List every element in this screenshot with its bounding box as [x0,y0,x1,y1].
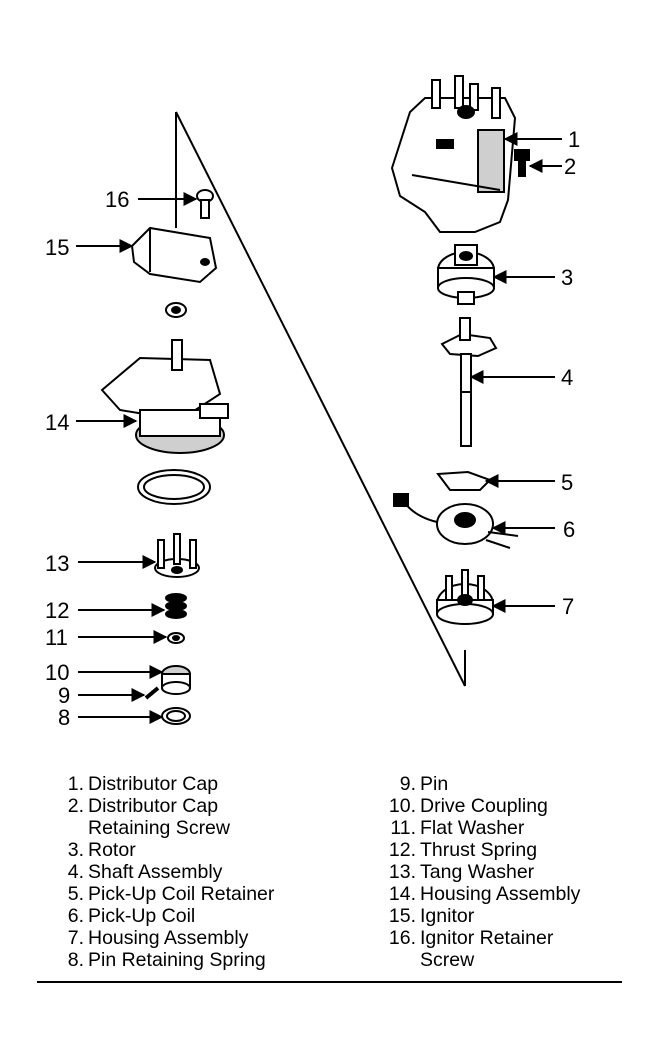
housing-assembly-upper [436,569,494,625]
callout-4: 4 [561,365,573,390]
callout-15: 15 [45,235,69,260]
legend-number: 1. [67,773,84,795]
callout-13: 13 [45,551,69,576]
legend-label: Distributor Cap Retaining Screw [88,795,230,839]
legend-label: Thrust Spring [420,839,538,861]
distributor-cap [390,75,517,233]
flat-washer [167,632,185,644]
legend-item: 15.Ignitor [383,905,643,927]
legend-item: 4.Shaft Assembly [60,861,360,883]
legend-item: 2.Distributor Cap Retaining Screw [60,795,360,839]
drive-coupling [161,665,191,695]
legend-number: 16. [388,927,416,949]
exploded-view-diagram: 1 2 3 4 5 6 7 16 15 14 13 12 11 10 9 8 [45,75,580,730]
legend-item: 10.Drive Coupling [383,795,643,817]
legend-label: Pin [420,773,449,795]
legend-item: 3.Rotor [60,839,360,861]
legend-label: Ignitor Retainer Screw [420,927,554,971]
legend-number: 9. [399,773,416,795]
callout-8: 8 [58,705,70,730]
legend-label: Distributor Cap [88,773,219,795]
callout-3: 3 [561,265,573,290]
callout-14: 14 [45,410,69,435]
callout-12: 12 [45,598,69,623]
callout-5: 5 [561,470,573,495]
legend-label: Drive Coupling [420,795,548,817]
callout-10: 10 [45,660,69,685]
tang-washer [154,533,200,578]
distributor-cap-retaining-screw [514,149,530,177]
callout-11: 11 [45,625,68,650]
legend-number: 11. [390,817,416,839]
pick-up-coil-retainer [436,470,492,491]
legend-item: 6.Pick-Up Coil [60,905,360,927]
legend-number: 14. [388,883,416,905]
legend-item: 9.Pin [383,773,643,795]
pin-retaining-spring [161,707,191,725]
shaft-assembly [440,317,498,447]
legend-label: Housing Assembly [88,927,249,949]
callout-6: 6 [563,517,575,542]
callout-numbers: 1 2 3 4 5 6 7 16 15 14 13 12 11 10 9 8 [45,127,580,730]
leader-lines [76,132,562,724]
o-ring [137,469,211,505]
housing-assembly-lower [100,339,229,454]
legend-number: 7. [67,927,84,949]
legend-item: 16.Ignitor Retainer Screw [383,927,643,971]
ignitor-retainer-screw [196,189,214,219]
callout-9: 9 [58,683,70,708]
legend-label: Rotor [88,839,136,861]
assembly-guide-lines [175,111,466,687]
ignitor [130,226,218,284]
legend-number: 5. [67,883,84,905]
callout-7: 7 [562,594,574,619]
legend-label: Pick-Up Coil Retainer [88,883,275,905]
pick-up-coil [393,493,519,549]
legend-number: 3. [67,839,84,861]
legend-label: Ignitor [420,905,475,927]
rotor [437,244,495,305]
legend-number: 12. [388,839,416,861]
legend-label: Pin Retaining Spring [88,949,266,971]
legend-item: 14.Housing Assembly [383,883,643,905]
bottom-rule [37,981,622,983]
legend-item: 8.Pin Retaining Spring [60,949,360,971]
callout-16: 16 [105,187,129,212]
seal [165,302,187,318]
callout-1: 1 [568,127,580,152]
legend-number: 13. [388,861,416,883]
callout-2: 2 [564,154,576,179]
legend-right-column: 9.Pin 10.Drive Coupling 11.Flat Washer 1… [383,773,643,971]
legend-left-column: 1.Distributor Cap 2.Distributor Cap Reta… [60,773,360,971]
legend-item: 5.Pick-Up Coil Retainer [60,883,360,905]
legend-number: 10. [388,795,416,817]
legend-label: Housing Assembly [420,883,581,905]
legend-label: Shaft Assembly [88,861,223,883]
legend-number: 15. [388,905,416,927]
legend-number: 2. [67,795,84,817]
legend-number: 6. [67,905,84,927]
legend-item: 12.Thrust Spring [383,839,643,861]
legend-item: 7.Housing Assembly [60,927,360,949]
thrust-spring [165,593,187,619]
legend-item: 11.Flat Washer [383,817,643,839]
legend-item: 13.Tang Washer [383,861,643,883]
pin [144,686,160,700]
legend-label: Tang Washer [420,861,535,883]
legend-label: Pick-Up Coil [88,905,196,927]
legend-number: 8. [67,949,84,971]
legend-item: 1.Distributor Cap [60,773,360,795]
legend-number: 4. [67,861,84,883]
legend-label: Flat Washer [420,817,525,839]
